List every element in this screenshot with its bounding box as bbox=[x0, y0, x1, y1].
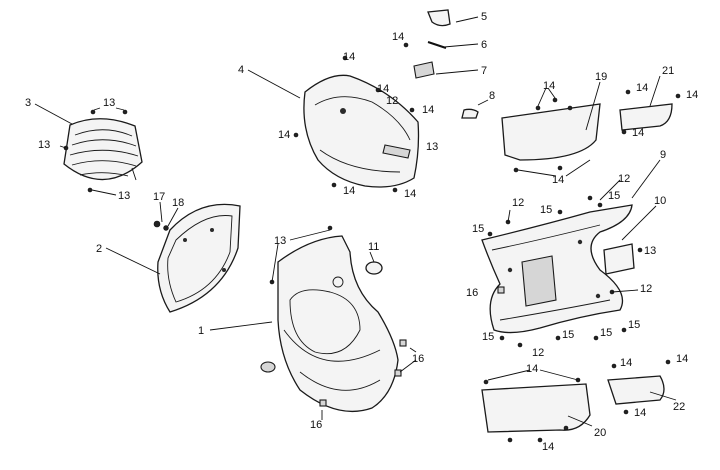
callout-15: 15 bbox=[628, 319, 640, 331]
callout-2: 2 bbox=[96, 243, 102, 255]
callout-16: 16 bbox=[310, 419, 322, 431]
callout-17: 17 bbox=[153, 191, 165, 203]
callout-13: 13 bbox=[118, 190, 130, 202]
callout-14: 14 bbox=[686, 89, 698, 101]
grommet bbox=[260, 361, 276, 373]
callout-19: 19 bbox=[595, 71, 607, 83]
callout-14: 14 bbox=[343, 51, 355, 63]
callout-14: 14 bbox=[542, 441, 554, 453]
callout-5: 5 bbox=[481, 11, 487, 23]
callout-14: 14 bbox=[278, 129, 290, 141]
part-2-headlight-housing bbox=[157, 203, 241, 313]
callout-14: 14 bbox=[634, 407, 646, 419]
callout-14: 14 bbox=[620, 357, 632, 369]
part-8-trim-piece bbox=[461, 108, 479, 119]
callout-3: 3 bbox=[25, 97, 31, 109]
callout-14: 14 bbox=[636, 82, 648, 94]
callout-15: 15 bbox=[562, 329, 574, 341]
callout-14: 14 bbox=[676, 353, 688, 365]
callout-12: 12 bbox=[640, 283, 652, 295]
callout-20: 20 bbox=[594, 427, 606, 439]
callout-15: 15 bbox=[600, 327, 612, 339]
callout-14: 14 bbox=[526, 363, 538, 375]
callout-22: 22 bbox=[673, 401, 685, 413]
screws bbox=[63, 42, 681, 443]
part-5-bracket bbox=[427, 9, 451, 27]
part-20-floor-mat bbox=[481, 383, 591, 433]
callout-7: 7 bbox=[481, 65, 487, 77]
callout-1: 1 bbox=[198, 325, 204, 337]
callout-12: 12 bbox=[618, 173, 630, 185]
callout-10: 10 bbox=[654, 195, 666, 207]
part-22-floor-mat bbox=[607, 375, 665, 405]
part-4-inner-legshield bbox=[303, 74, 420, 188]
callout-18: 18 bbox=[172, 197, 184, 209]
part-10-side-panel bbox=[603, 243, 635, 275]
leader-lines bbox=[34, 16, 677, 427]
callout-16: 16 bbox=[466, 287, 478, 299]
callout-16: 16 bbox=[412, 353, 424, 365]
callout-15: 15 bbox=[482, 331, 494, 343]
callout-13: 13 bbox=[38, 139, 50, 151]
callout-21: 21 bbox=[662, 65, 674, 77]
callout-14: 14 bbox=[632, 127, 644, 139]
callout-8: 8 bbox=[489, 90, 495, 102]
callout-9: 9 bbox=[660, 149, 666, 161]
callout-6: 6 bbox=[481, 39, 487, 51]
callouts: 1 2 3 4 5 6 7 8 9 10 11 12 13 14 15 16 1… bbox=[25, 11, 685, 439]
hardware-callouts: 13 13 13 13 13 14 14 14 14 14 14 14 14 1… bbox=[38, 31, 698, 453]
part-19-floor-mat bbox=[501, 103, 601, 161]
callout-14: 14 bbox=[404, 188, 416, 200]
callout-12: 12 bbox=[532, 347, 544, 359]
part-9-floor-cover bbox=[481, 204, 633, 334]
callout-15: 15 bbox=[608, 190, 620, 202]
callout-14: 14 bbox=[543, 80, 555, 92]
callout-11: 11 bbox=[368, 241, 379, 253]
part-11-cap bbox=[365, 261, 383, 275]
part-7-clip bbox=[413, 61, 435, 79]
callout-14: 14 bbox=[422, 104, 434, 116]
callout-13: 13 bbox=[426, 141, 438, 153]
callout-4: 4 bbox=[238, 64, 244, 76]
part-3-front-grille bbox=[63, 118, 143, 181]
callout-15: 15 bbox=[540, 204, 552, 216]
callout-13: 13 bbox=[103, 97, 115, 109]
callout-12: 12 bbox=[386, 95, 398, 107]
callout-14: 14 bbox=[552, 174, 564, 186]
part-16-clips bbox=[319, 286, 505, 407]
part-21-floor-mat bbox=[619, 103, 673, 131]
part-17-18-fittings bbox=[153, 220, 169, 231]
part-6-bolt bbox=[427, 41, 447, 49]
callout-12: 12 bbox=[512, 197, 524, 209]
callout-15: 15 bbox=[472, 223, 484, 235]
part-1-front-body bbox=[277, 235, 399, 413]
callout-13: 13 bbox=[644, 245, 656, 257]
callout-14: 14 bbox=[377, 83, 389, 95]
callout-14: 14 bbox=[343, 185, 355, 197]
callout-14: 14 bbox=[392, 31, 404, 43]
callout-13: 13 bbox=[274, 235, 286, 247]
